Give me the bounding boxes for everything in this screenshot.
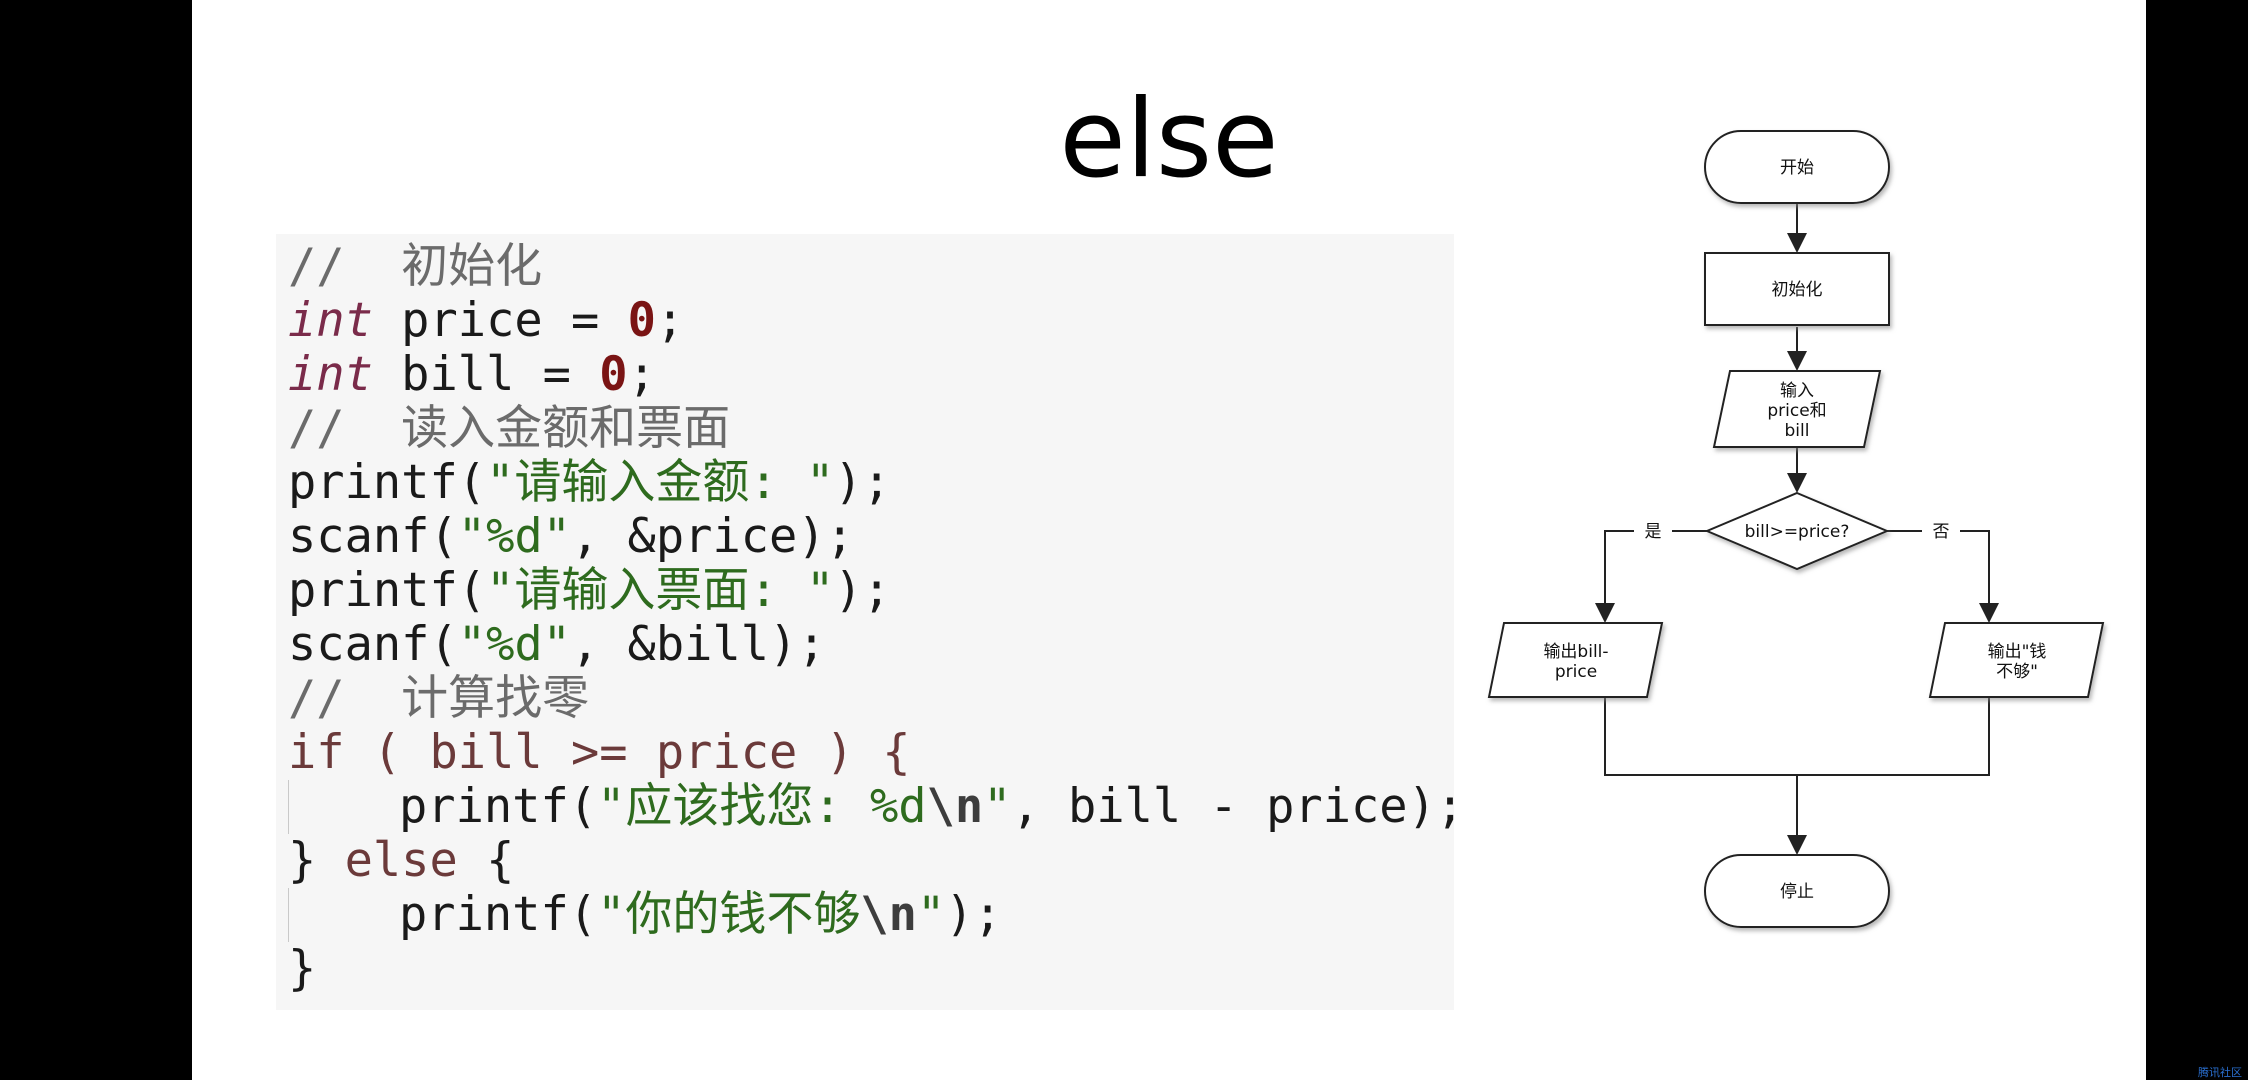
zero-literal: 0 (627, 293, 656, 348)
string-quote: " (916, 887, 946, 942)
node-init-label: 初始化 (1772, 280, 1823, 300)
slide: else // 初始化 int price = 0; int bill = 0;… (192, 0, 2146, 1080)
node-decision-label: bill>=price? (1745, 522, 1850, 542)
node-output-left: 输出bill- price (1487, 622, 1664, 698)
node-stop: 停止 (1704, 854, 1890, 928)
no-label: 否 (1933, 522, 1950, 542)
semicolon: ; (655, 293, 685, 348)
indent-guide (288, 780, 399, 834)
node-output-right-line2: 不够" (1996, 662, 2038, 682)
printf-call: printf( (288, 455, 487, 510)
string-change: "应该找您: %d (597, 779, 927, 834)
node-output-left-line1: 输出bill- (1543, 642, 1608, 662)
string-short: "你的钱不够 (597, 887, 861, 942)
node-start-label: 开始 (1780, 158, 1814, 178)
node-start: 开始 (1704, 130, 1890, 204)
node-input-line1: 输入 (1780, 381, 1814, 401)
printf-call: printf( (399, 887, 598, 942)
node-input-line2: price和 (1767, 401, 1826, 421)
code-comment-init: // 初始化 (288, 239, 543, 294)
code-comment-calc: // 计算找零 (288, 671, 590, 726)
flow-connectors (1595, 171, 1999, 855)
zero-literal: 0 (599, 347, 628, 402)
node-decision: bill>=price? (1704, 491, 1890, 571)
node-init: 初始化 (1704, 252, 1890, 326)
decl-bill: bill = (372, 347, 600, 402)
node-input: 输入 price和 bill (1712, 370, 1882, 448)
change-args: , bill - price); (1011, 779, 1465, 834)
scanf-bill-args: , &bill); (570, 617, 826, 672)
keyword-int: int (288, 347, 373, 402)
brace-open: { (457, 833, 515, 888)
label-yes: 是 (1634, 517, 1672, 545)
indent-guide (288, 888, 399, 942)
format-d: "%d" (457, 617, 571, 672)
slide-title: else (1059, 77, 1279, 202)
escape-newline: \n (860, 887, 917, 942)
format-d: "%d" (457, 509, 571, 564)
scanf-price-args: , &price); (570, 509, 854, 564)
decl-price: price = (372, 293, 628, 348)
call-close: ); (834, 563, 891, 618)
if-statement: if ( bill >= price ) { (288, 725, 911, 780)
keyword-int: int (288, 293, 373, 348)
code-comment-read: // 读入金额和票面 (288, 401, 731, 456)
string-amount: "请输入金额: " (486, 455, 835, 510)
printf-call: printf( (288, 563, 487, 618)
string-ticket: "请输入票面: " (486, 563, 835, 618)
semicolon: ; (627, 347, 656, 402)
code-block: // 初始化 int price = 0; int bill = 0; // 读… (288, 240, 1464, 996)
code-panel: // 初始化 int price = 0; int bill = 0; // 读… (276, 234, 1464, 1010)
call-close: ); (834, 455, 891, 510)
escape-newline: \n (926, 779, 984, 834)
label-no: 否 (1922, 517, 1960, 545)
yes-label: 是 (1645, 522, 1662, 542)
node-output-right-line1: 输出"钱 (1988, 642, 2047, 662)
flowchart: 开始 初始化 输入 price和 bill bill>=price? 是 否 输… (1487, 130, 2105, 928)
node-input-line3: bill (1785, 421, 1810, 441)
string-quote: " (983, 779, 1012, 834)
scanf-call: scanf( (288, 509, 458, 564)
call-close: ); (945, 887, 1002, 942)
scanf-call: scanf( (288, 617, 458, 672)
node-output-left-line2: price (1555, 662, 1597, 682)
brace-final: } (288, 941, 317, 996)
node-stop-label: 停止 (1780, 882, 1814, 902)
node-output-right: 输出"钱 不够" (1928, 622, 2105, 698)
printf-call: printf( (399, 779, 598, 834)
keyword-else: else (344, 833, 458, 888)
watermark: 腾讯社区 (2198, 1066, 2242, 1079)
brace-close: } (288, 833, 345, 888)
